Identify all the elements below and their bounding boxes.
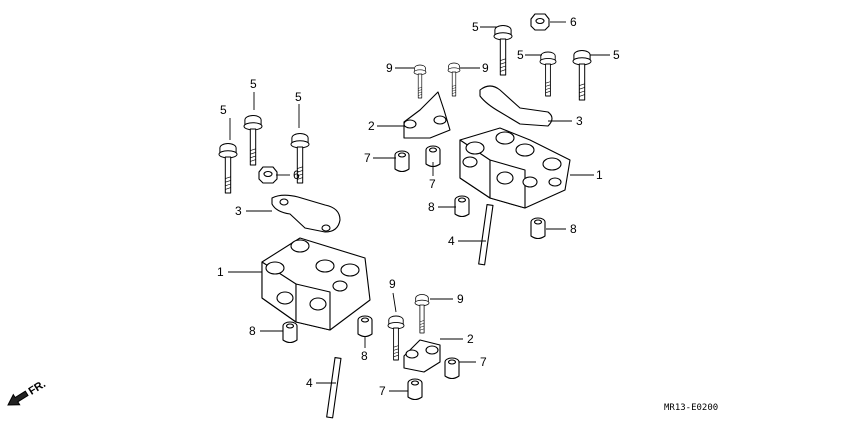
callout-9: 9 (389, 277, 396, 291)
callouts: 5 6 5 5 9 9 2 3 7 7 1 8 4 8 5 5 5 6 3 1 … (217, 15, 620, 398)
dowel-left-b (357, 315, 373, 338)
stud-right (478, 204, 494, 266)
callout-4: 4 (448, 234, 455, 248)
stud-left (326, 357, 342, 419)
callout-5: 5 (295, 90, 302, 104)
bolt-lower-9b (414, 294, 430, 334)
holder-right (459, 127, 571, 209)
callout-2: 2 (368, 119, 375, 133)
callout-7: 7 (480, 355, 487, 369)
callout-3: 3 (576, 114, 583, 128)
diagram-code: MR13-E0200 (664, 403, 718, 413)
callout-5: 5 (613, 48, 620, 62)
dowel-lower-7b (407, 378, 423, 401)
plate-right (479, 85, 553, 127)
dowel-lower-7a (444, 357, 460, 380)
dowel-right-8a (454, 195, 470, 218)
callout-8: 8 (428, 200, 435, 214)
callout-7: 7 (429, 177, 436, 191)
bracket-upper (403, 91, 451, 139)
callout-7: 7 (364, 151, 371, 165)
callout-3: 3 (235, 204, 242, 218)
callout-9: 9 (482, 61, 489, 75)
callout-8: 8 (361, 349, 368, 363)
nut-top-6 (530, 13, 550, 31)
callout-7: 7 (379, 384, 386, 398)
bolt-top-5b (539, 51, 557, 97)
holder-left (261, 237, 371, 331)
callout-1: 1 (596, 168, 603, 182)
callout-6: 6 (293, 168, 300, 182)
callout-9: 9 (386, 61, 393, 75)
bolt-top-9a (413, 64, 427, 99)
nut-left (258, 166, 278, 184)
callout-1: 1 (217, 265, 224, 279)
direction-label: FR. (27, 378, 48, 398)
front-direction-indicator: FR. (7, 378, 48, 406)
callout-5: 5 (250, 77, 257, 91)
callout-2: 2 (467, 332, 474, 346)
bolt-top-5c (572, 50, 592, 101)
plate-left (271, 194, 341, 233)
bolt-top-9b (447, 62, 461, 97)
dowel-right-7a (394, 150, 410, 173)
bolt-lower-9a (387, 315, 405, 361)
dowel-right-8b (530, 217, 546, 240)
callout-9: 9 (457, 292, 464, 306)
callout-5: 5 (517, 48, 524, 62)
leader-lines (228, 21, 610, 392)
bracket-lower (403, 339, 441, 373)
arrow-icon (7, 390, 29, 406)
callout-6: 6 (570, 15, 577, 29)
bolt-left-1 (218, 143, 238, 194)
callout-8: 8 (570, 222, 577, 236)
callout-4: 4 (306, 376, 313, 390)
dowel-left-a (282, 321, 298, 344)
callout-5: 5 (472, 20, 479, 34)
bolt-top-5a (493, 25, 513, 76)
callout-8: 8 (249, 324, 256, 338)
callout-5: 5 (220, 103, 227, 117)
bolt-left-2 (243, 115, 263, 166)
